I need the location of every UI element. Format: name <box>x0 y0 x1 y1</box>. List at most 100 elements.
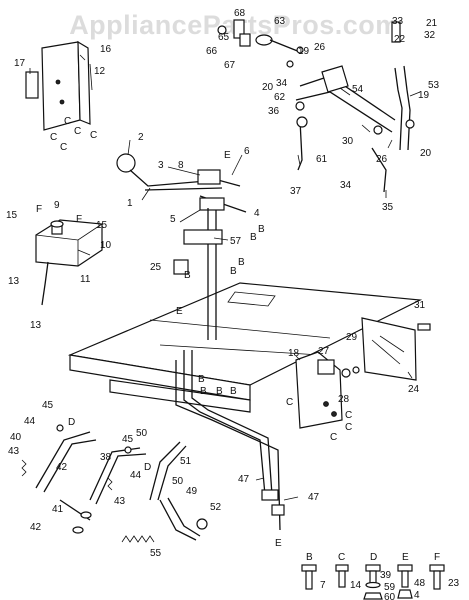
marker-d2: D <box>144 462 151 473</box>
callout-13b: 13 <box>30 320 42 331</box>
marker-c5: C <box>60 142 67 153</box>
bolt-e <box>397 564 413 599</box>
callout-26b: 26 <box>376 154 388 165</box>
callout-52: 52 <box>210 502 222 513</box>
callout-18: 18 <box>288 348 300 359</box>
callout-40: 40 <box>10 432 22 443</box>
callout-49: 49 <box>186 486 198 497</box>
key-d-extra-60: 60 <box>384 592 396 600</box>
bolt-f <box>429 564 445 590</box>
marker-e1: E <box>224 150 231 161</box>
marker-c8: C <box>345 422 352 433</box>
marker-c4: C <box>50 132 57 143</box>
key-c-part: 14 <box>350 580 362 591</box>
callout-24: 24 <box>408 384 420 395</box>
key-d-extra-59: 59 <box>384 582 396 593</box>
callout-50b: 50 <box>172 476 184 487</box>
part-16-bracket <box>25 40 93 131</box>
callout-50a: 50 <box>136 428 148 439</box>
callout-32: 32 <box>424 30 436 41</box>
callout-8: 8 <box>178 160 184 171</box>
marker-b6: B <box>198 374 205 385</box>
callout-41: 41 <box>52 504 64 515</box>
callout-15b: 15 <box>96 220 108 231</box>
hardware-key <box>301 564 445 600</box>
callout-45b: 45 <box>122 434 134 445</box>
callout-19b: 19 <box>418 90 430 101</box>
callout-36: 36 <box>268 106 280 117</box>
marker-e3: E <box>275 538 282 549</box>
marker-c6: C <box>286 397 293 408</box>
side-plates <box>295 317 431 429</box>
callout-28: 28 <box>338 394 350 405</box>
bolt-c <box>335 564 349 588</box>
callout-2: 2 <box>138 132 144 143</box>
bottom-left-linkages <box>21 424 147 534</box>
marker-c9: C <box>330 432 337 443</box>
callout-33: 33 <box>392 16 404 27</box>
key-e-extra-4: 4 <box>414 590 420 600</box>
callout-4: 4 <box>254 208 260 219</box>
marker-b5: B <box>184 270 191 281</box>
callout-20a: 20 <box>262 82 274 93</box>
small-parts-top <box>217 19 305 111</box>
marker-c7: C <box>345 410 352 421</box>
key-e-part: 48 <box>414 578 426 589</box>
callout-34a: 34 <box>276 78 288 89</box>
callout-37: 37 <box>290 186 302 197</box>
marker-f1: F <box>36 204 42 215</box>
marker-e2: E <box>176 306 183 317</box>
letter-markers: C C C C C E E E F F B B B B B B B B B D … <box>36 116 352 549</box>
linkage-rods <box>175 350 285 531</box>
callout-10: 10 <box>100 240 112 251</box>
callout-65: 65 <box>218 32 230 43</box>
callout-57: 57 <box>230 236 242 247</box>
callout-51: 51 <box>180 456 192 467</box>
lever-assembly <box>116 153 247 340</box>
callout-22: 22 <box>394 34 406 45</box>
callout-16: 16 <box>100 44 112 55</box>
key-f-letter: F <box>434 552 440 563</box>
callout-26a: 26 <box>314 42 326 53</box>
rod-assembly-top-right <box>295 21 415 193</box>
callout-53: 53 <box>428 80 440 91</box>
number-callouts: 1 2 3 4 5 6 8 9 10 11 12 13 13 15 15 16 … <box>6 8 440 559</box>
callout-54: 54 <box>352 84 364 95</box>
marker-c2: C <box>74 126 81 137</box>
callout-3: 3 <box>158 160 164 171</box>
callout-1: 1 <box>127 198 133 209</box>
part-10-fuel-tank <box>35 219 103 306</box>
callout-43a: 43 <box>8 446 20 457</box>
bottom-center-parts <box>121 441 208 543</box>
callout-12: 12 <box>94 66 106 77</box>
callout-6: 6 <box>244 146 250 157</box>
key-b-letter: B <box>306 552 313 563</box>
key-d-letter: D <box>370 552 377 563</box>
callout-43b: 43 <box>114 496 126 507</box>
marker-c3: C <box>90 130 97 141</box>
callout-20b: 20 <box>420 148 432 159</box>
callout-44a: 44 <box>24 416 36 427</box>
callout-38: 38 <box>100 452 112 463</box>
marker-b7: B <box>200 386 207 397</box>
callout-29: 29 <box>346 332 358 343</box>
callout-62: 62 <box>274 92 286 103</box>
callout-15a: 15 <box>6 210 18 221</box>
callout-66: 66 <box>206 46 218 57</box>
marker-b2: B <box>250 232 257 243</box>
callout-35: 35 <box>382 202 394 213</box>
callout-11: 11 <box>80 274 91 285</box>
callout-67: 67 <box>224 60 236 71</box>
callout-44b: 44 <box>130 470 142 481</box>
callout-17: 17 <box>14 58 26 69</box>
callout-9: 9 <box>54 200 60 211</box>
callout-5: 5 <box>170 214 176 225</box>
callout-13a: 13 <box>8 276 20 287</box>
key-d-part: 39 <box>380 570 392 581</box>
callout-25: 25 <box>150 262 162 273</box>
callout-27: 27 <box>318 346 330 357</box>
marker-d1: D <box>68 417 75 428</box>
callout-31: 31 <box>414 300 426 311</box>
marker-b4: B <box>230 266 237 277</box>
